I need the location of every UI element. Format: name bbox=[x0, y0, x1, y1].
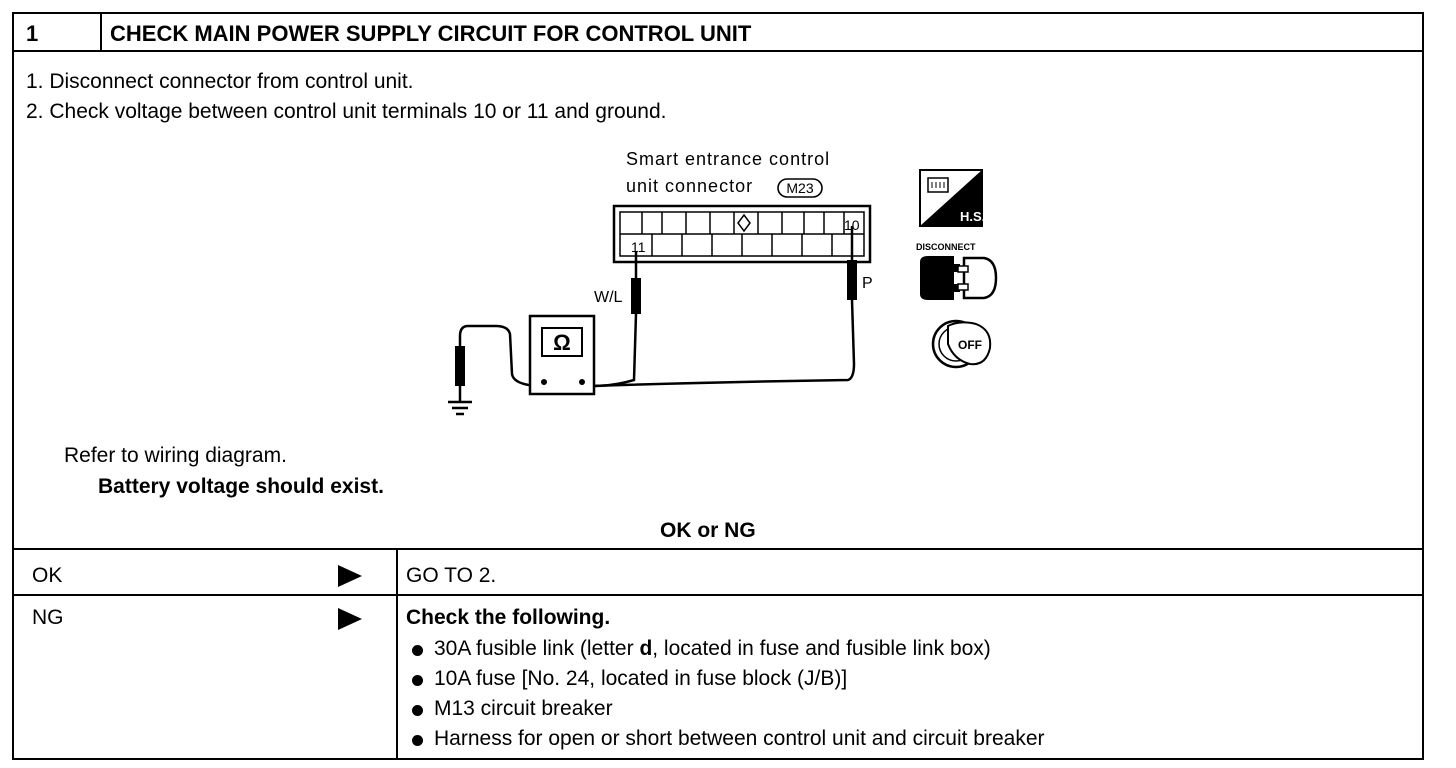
terminal-11-label: 11 bbox=[631, 239, 646, 255]
ignition-off-icon: OFF bbox=[931, 319, 992, 369]
instruction-1: 1. Disconnect connector from control uni… bbox=[26, 70, 414, 93]
expected-result: Battery voltage should exist. bbox=[98, 475, 384, 498]
wire-color-right: P bbox=[862, 275, 873, 292]
ng-action-title: Check the following. bbox=[406, 606, 611, 629]
probe-ground bbox=[455, 346, 465, 386]
ok-action: GO TO 2. bbox=[406, 564, 497, 587]
list-item: Harness for open or short between contro… bbox=[406, 724, 1045, 754]
connector-body: 11 10 bbox=[612, 204, 872, 264]
ng-label: NG bbox=[32, 606, 64, 629]
ok-arrow-icon bbox=[338, 565, 362, 587]
bullet-icon bbox=[412, 705, 423, 716]
bullet-icon bbox=[412, 735, 423, 746]
connector-label-line1: Smart entrance control bbox=[626, 149, 830, 169]
step-title: CHECK MAIN POWER SUPPLY CIRCUIT FOR CONT… bbox=[110, 21, 752, 46]
list-item: 30A fusible link (letter d, located in f… bbox=[406, 634, 1045, 664]
ground-symbol bbox=[448, 386, 472, 416]
list-item: 10A fuse [No. 24, located in fuse block … bbox=[406, 664, 1045, 694]
connector-label-line2: unit connector bbox=[626, 176, 753, 196]
ng-check-list: 30A fusible link (letter d, located in f… bbox=[406, 634, 1045, 754]
disconnect-icon-label: DISCONNECT bbox=[916, 242, 976, 252]
probe-wires bbox=[458, 226, 856, 388]
ok-label: OK bbox=[32, 564, 63, 587]
step-number: 1 bbox=[26, 21, 39, 46]
probe-p bbox=[847, 260, 857, 300]
instruction-2: 2. Check voltage between control unit te… bbox=[26, 100, 667, 123]
disconnect-icon bbox=[920, 256, 998, 300]
results-rule-top bbox=[14, 548, 1422, 550]
connector-code: M23 bbox=[786, 180, 813, 196]
bullet-icon bbox=[412, 675, 423, 686]
hs-icon: H.S. bbox=[919, 169, 985, 227]
refer-note: Refer to wiring diagram. bbox=[64, 444, 287, 467]
wire-color-left: W/L bbox=[594, 289, 623, 306]
bullet-icon bbox=[412, 645, 423, 656]
ng-arrow-icon bbox=[338, 608, 362, 630]
list-item: M13 circuit breaker bbox=[406, 694, 1045, 724]
terminal-10-label: 10 bbox=[844, 217, 860, 233]
header-rule bbox=[14, 50, 1422, 52]
hs-icon-label: H.S. bbox=[960, 209, 985, 224]
probe-w-l bbox=[631, 278, 641, 314]
meter-symbol: Ω bbox=[553, 330, 571, 355]
ohmmeter: Ω bbox=[528, 314, 596, 396]
connector-code-badge: M23 bbox=[777, 178, 823, 198]
header-divider bbox=[100, 14, 102, 50]
result-heading: OK or NG bbox=[660, 519, 756, 542]
key-off-label: OFF bbox=[958, 338, 982, 352]
procedure-table: 1 CHECK MAIN POWER SUPPLY CIRCUIT FOR CO… bbox=[12, 12, 1424, 760]
results-rule-mid bbox=[14, 594, 1422, 596]
wiring-check-diagram: Smart entrance control unit connector M2… bbox=[448, 149, 998, 416]
results-divider bbox=[396, 548, 398, 760]
